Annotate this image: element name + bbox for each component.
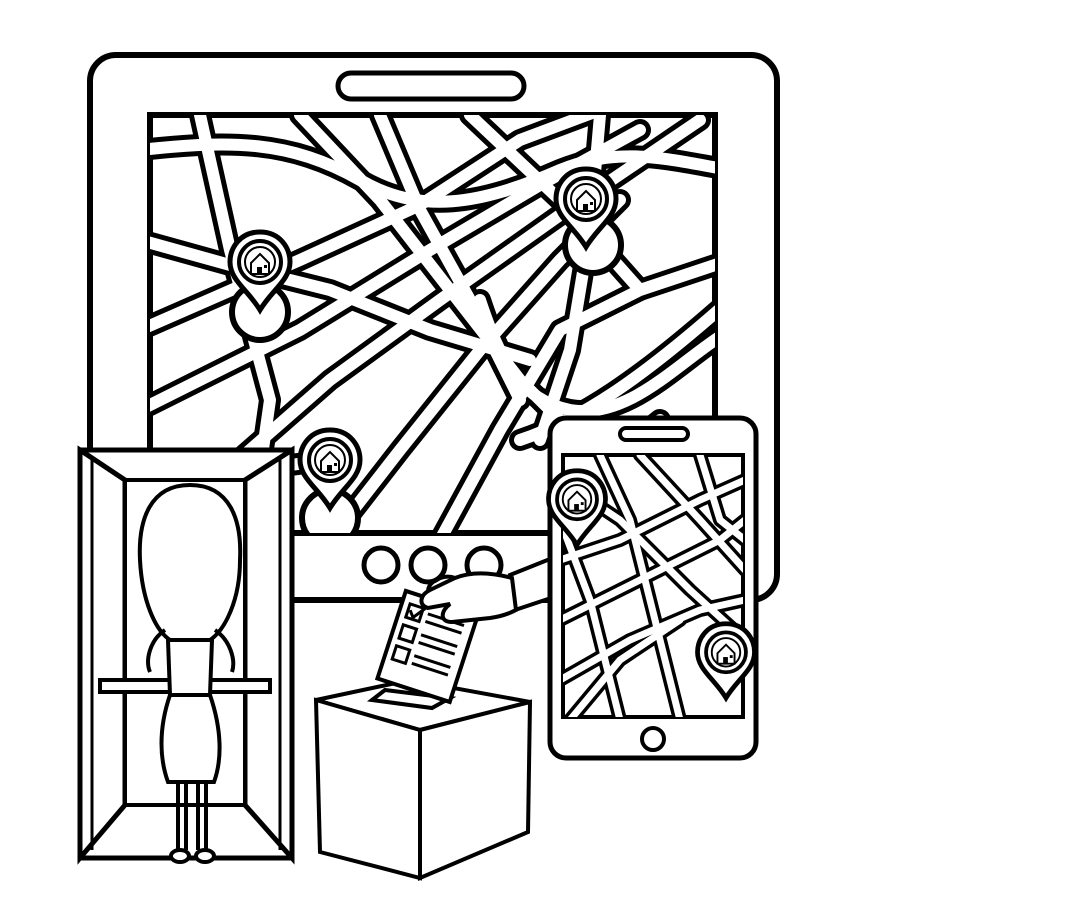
- phone-map: [563, 455, 743, 717]
- woman-voter-icon: [137, 482, 243, 864]
- ballot-box-icon: [313, 677, 533, 882]
